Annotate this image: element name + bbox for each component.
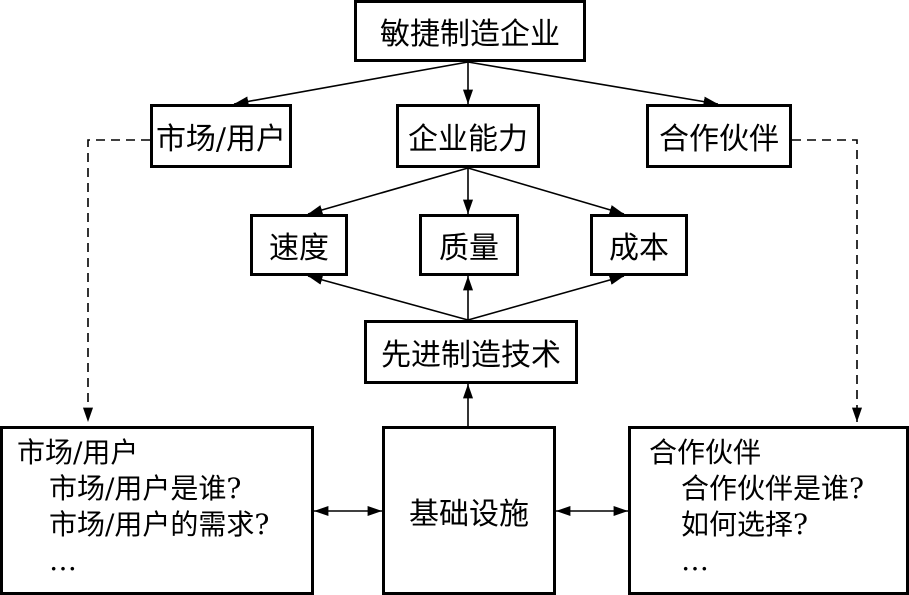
arrow-capability-to-cost (467, 167, 625, 215)
capability-box: 企业能力 (396, 104, 540, 168)
partner-detail-heading: 合作伙伴 (649, 436, 762, 469)
arrow-tech-to-speed (307, 274, 469, 321)
quality-label: 质量 (439, 231, 499, 266)
enterprise-box: 敏捷制造企业 (354, 0, 586, 62)
market-detail-box: 市场/用户 市场/用户是谁? 市场/用户的需求? … (0, 426, 314, 595)
speed-label: 速度 (269, 231, 329, 266)
cost-label: 成本 (609, 231, 669, 266)
infrastructure-box: 基础设施 (382, 426, 556, 595)
arrow-capability-to-speed (307, 167, 469, 215)
partner-detail-box: 合作伙伴 合作伙伴是谁? 如何选择? … (628, 426, 909, 595)
market-detail-line-2: 市场/用户的需求? (49, 508, 270, 541)
capability-label: 企业能力 (408, 122, 528, 157)
market-label: 市场/用户 (155, 122, 287, 157)
partner-detail-line-1: 合作伙伴是谁? (681, 472, 865, 505)
market-detail-line-3: … (49, 544, 77, 577)
speed-box: 速度 (250, 214, 348, 276)
partner-box: 合作伙伴 (646, 104, 792, 168)
partner-detail-line-2: 如何选择? (681, 508, 809, 541)
arrow-top-to-partner (467, 61, 719, 107)
market-detail-line-1: 市场/用户是谁? (49, 472, 242, 505)
partner-detail-line-3: … (681, 544, 709, 577)
partner-label: 合作伙伴 (659, 122, 779, 157)
tech-label: 先进制造技术 (381, 338, 561, 373)
cost-box: 成本 (590, 214, 688, 276)
arrow-top-to-market (233, 61, 469, 107)
dashed-market-link (82, 139, 150, 422)
quality-box: 质量 (419, 214, 519, 276)
enterprise-label: 敏捷制造企业 (380, 17, 560, 52)
dashed-partner-link (792, 139, 863, 422)
arrow-tech-to-cost (467, 275, 625, 321)
market-detail-heading: 市场/用户 (17, 436, 139, 469)
market-box: 市场/用户 (150, 104, 292, 168)
tech-box: 先进制造技术 (364, 320, 578, 384)
infrastructure-label: 基础设施 (409, 496, 529, 532)
